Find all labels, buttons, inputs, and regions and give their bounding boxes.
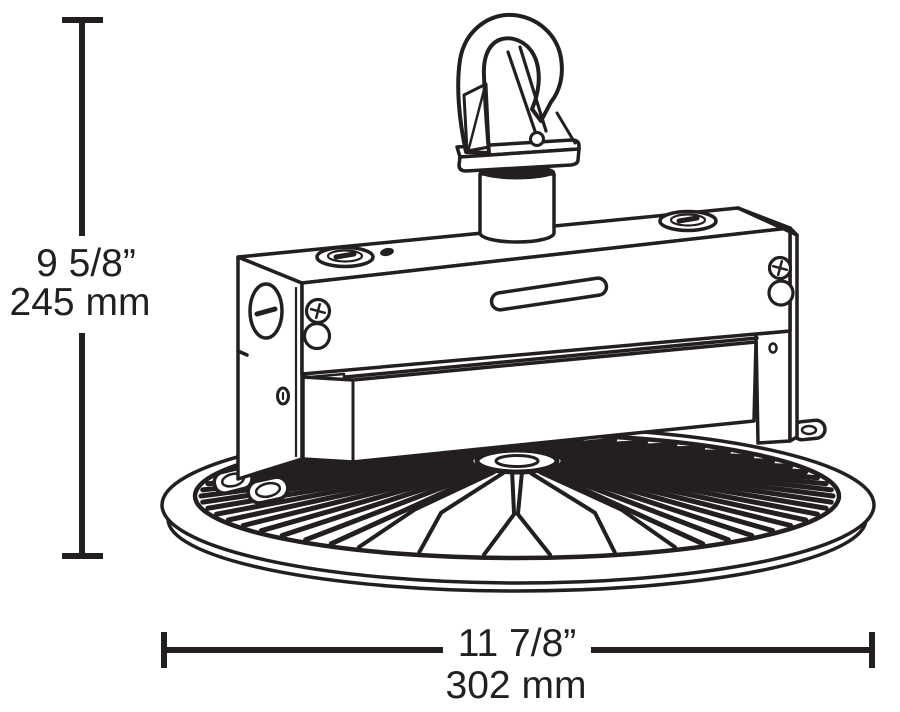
oval-knockout-slot: [254, 306, 278, 317]
dimension-height: 9 5/8” 245 mm: [10, 17, 151, 559]
width-mm-label: 302 mm: [446, 664, 587, 707]
bracket-bottom-flange: [301, 336, 759, 383]
height-dimension-line: [62, 17, 103, 559]
mounting-bracket-housing: [236, 206, 799, 376]
bracket-left-panel: [236, 255, 304, 481]
hook-assembly: [455, 12, 581, 244]
keyhole-slot-right: [767, 255, 795, 307]
dimension-width: 11 7/8” 302 mm: [161, 622, 875, 707]
width-inches-label: 11 7/8”: [458, 622, 577, 665]
oval-knockout: [248, 282, 284, 340]
hook-base-plate-front: [457, 147, 581, 173]
top-knockout-left: [315, 245, 375, 269]
hook-safety-latch: [506, 45, 548, 136]
hook-side-window: [462, 82, 491, 153]
safety-hook-body: [456, 12, 564, 155]
top-knockout-right: [658, 209, 718, 233]
keyhole-slot-left: [302, 297, 332, 351]
top-rivet-dot: [380, 247, 394, 257]
center-hub-inner: [494, 454, 540, 468]
center-hub: [474, 447, 560, 475]
left-foot-2: [246, 475, 290, 505]
latch-pivot: [529, 131, 545, 147]
stem-cylinder: [478, 172, 556, 244]
width-dimension-line: [161, 632, 875, 668]
panel-notch: [236, 349, 249, 357]
heatsink-disc: [160, 425, 876, 593]
height-mm-label: 245 mm: [10, 281, 151, 324]
wiring-slot: [489, 276, 609, 312]
small-hole: [276, 386, 290, 406]
hook-tip-line: [555, 111, 577, 145]
height-inches-label: 9 5/8”: [36, 242, 136, 285]
leg-hole: [768, 342, 778, 354]
driver-box: [301, 336, 759, 464]
